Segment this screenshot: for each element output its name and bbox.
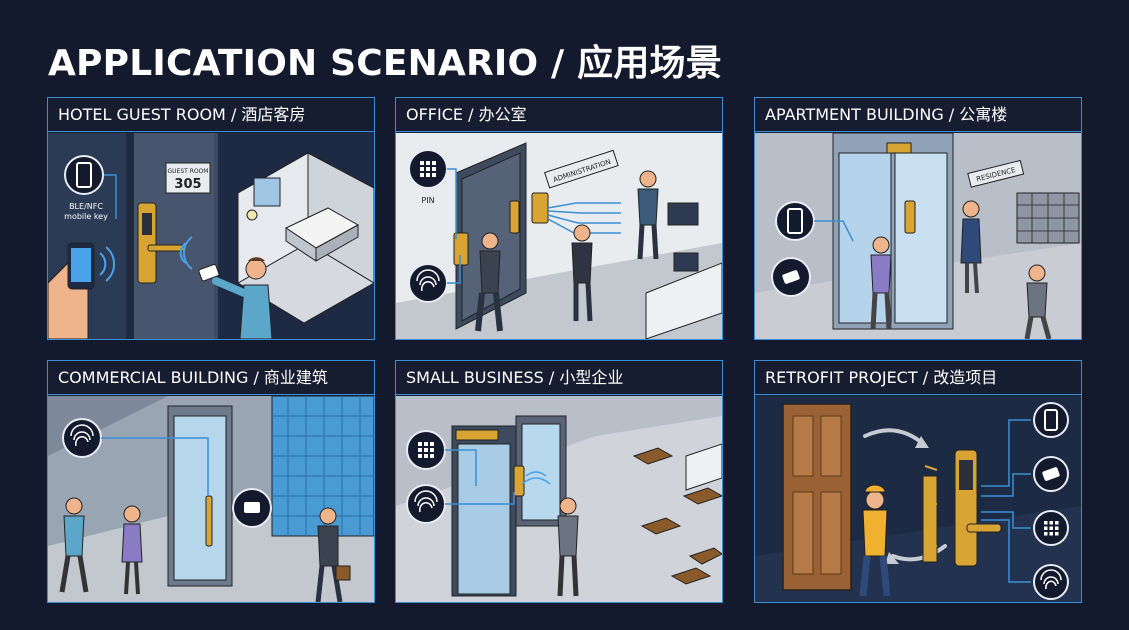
office-worker-icon (475, 232, 503, 332)
commercial-illustration (48, 396, 374, 602)
scenario-title: RETROFIT PROJECT / 改造项目 (755, 361, 1081, 395)
visitor-person-icon (59, 497, 89, 593)
fingerprint-icon (408, 263, 448, 303)
small-business-illustration (396, 396, 722, 602)
mobile-key-label-1: BLE/NFC (69, 202, 103, 211)
pin-label: PIN (421, 196, 434, 205)
scenario-panel-apartment[interactable]: APARTMENT BUILDING / 公寓楼 RESIDENCE (754, 97, 1082, 340)
key-card-icon (198, 264, 220, 282)
smart-lock-icon (137, 202, 185, 284)
visitor-person-icon (315, 507, 351, 602)
hand-phone-icon (48, 242, 95, 339)
apartment-illustration: RESIDENCE (755, 133, 1081, 339)
scenario-title: HOTEL GUEST ROOM / 酒店客房 (48, 98, 374, 132)
smartphone-icon (1033, 402, 1069, 438)
visitor-person-icon (121, 505, 143, 595)
resident-person-icon (960, 200, 982, 294)
scenario-panel-small-business[interactable]: SMALL BUSINESS / 小型企业 (395, 360, 723, 603)
mobile-key-label-2: mobile key (64, 212, 108, 221)
smartphone-icon (64, 155, 104, 195)
scenario-panel-retrofit[interactable]: RETROFIT PROJECT / 改造项目 (754, 360, 1082, 603)
guest-person-icon (198, 257, 273, 339)
office-illustration: ADMINISTRATION (396, 133, 722, 339)
scenario-title: SMALL BUSINESS / 小型企业 (396, 361, 722, 395)
fingerprint-icon (62, 418, 102, 458)
scenario-title: COMMERCIAL BUILDING / 商业建筑 (48, 361, 374, 395)
office-worker-icon (571, 224, 593, 322)
nfc-wave-icon (99, 236, 193, 282)
keypad-icon (408, 149, 448, 189)
room-sign-label: GUEST ROOM (167, 168, 208, 175)
scenario-panel-commercial[interactable]: COMMERCIAL BUILDING / 商业建筑 (47, 360, 375, 603)
hotel-illustration: GUEST ROOM 305 BLE/NFC mobile key (48, 133, 374, 339)
key-card-icon (771, 257, 811, 297)
fingerprint-icon (406, 484, 446, 524)
resident-person-icon (1024, 264, 1052, 339)
smart-lock-icon (954, 449, 1002, 567)
scenario-title: APARTMENT BUILDING / 公寓楼 (755, 98, 1081, 132)
keypad-icon (406, 430, 446, 470)
office-worker-icon (637, 170, 659, 260)
retrofit-illustration (755, 396, 1081, 602)
fingerprint-icon (1033, 564, 1069, 600)
room-number: 305 (174, 177, 201, 192)
scenario-panel-office[interactable]: OFFICE / 办公室 ADMINISTRATION (395, 97, 723, 340)
scenario-panel-hotel[interactable]: HOTEL GUEST ROOM / 酒店客房 GUEST RO (47, 97, 375, 340)
resident-person-icon (870, 236, 892, 330)
key-card-icon (1033, 456, 1069, 492)
technician-icon (859, 484, 891, 597)
smartphone-icon (775, 201, 815, 241)
shop-owner-icon (557, 497, 579, 597)
scenario-title: OFFICE / 办公室 (396, 98, 722, 132)
key-card-icon (232, 488, 272, 528)
keypad-icon (1033, 510, 1069, 546)
page-title: APPLICATION SCENARIO / 应用场景 (48, 43, 722, 84)
